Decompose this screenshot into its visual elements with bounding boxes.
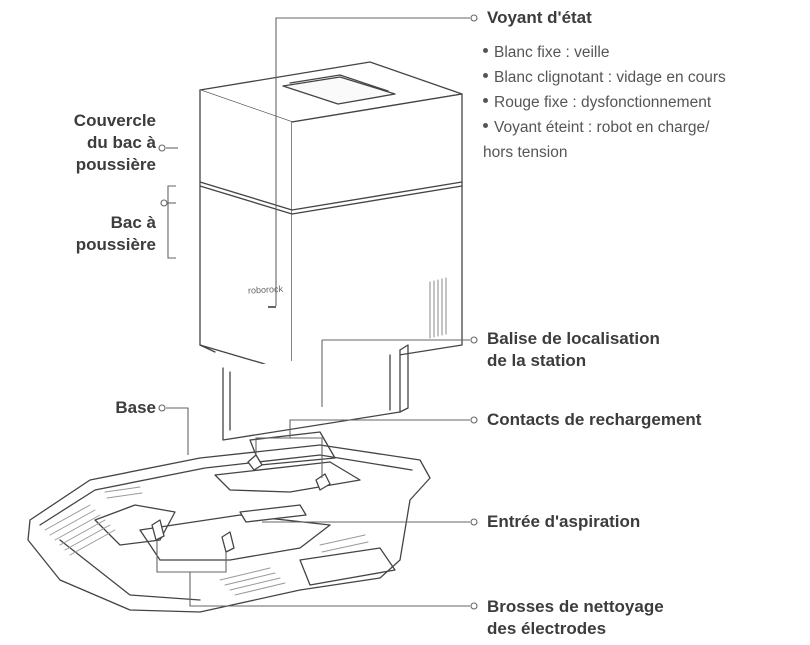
status-state: Voyant éteint : robot en charge/ — [483, 115, 726, 140]
brush-left — [151, 519, 165, 541]
dust-bin-side — [291, 93, 463, 373]
status-light-states: Blanc fixe : veille Blanc clignotant : v… — [483, 40, 726, 165]
label-suction-inlet: Entrée d'aspiration — [487, 512, 641, 531]
vent-grille — [429, 277, 447, 339]
treads — [44, 486, 369, 596]
label-base: Base — [115, 398, 156, 417]
label-status-light: Voyant d'état — [487, 8, 592, 27]
status-state: Rouge fixe : dysfonctionnement — [483, 90, 726, 115]
base-outline — [27, 444, 431, 613]
status-state-continued: hors tension — [483, 144, 568, 161]
lid-recess — [282, 76, 396, 105]
brand-logo: roborock — [248, 284, 284, 296]
status-state: Blanc clignotant : vidage en cours — [483, 65, 726, 90]
status-state: Blanc fixe : veille — [483, 40, 726, 65]
label-charging-contacts: Contacts de rechargement — [487, 410, 702, 429]
dust-bin-front — [199, 89, 293, 373]
beacon-panel — [222, 349, 401, 441]
status-light — [268, 306, 276, 308]
contact-left — [247, 454, 263, 471]
brush-right — [221, 531, 235, 553]
suction-slot — [239, 504, 307, 523]
